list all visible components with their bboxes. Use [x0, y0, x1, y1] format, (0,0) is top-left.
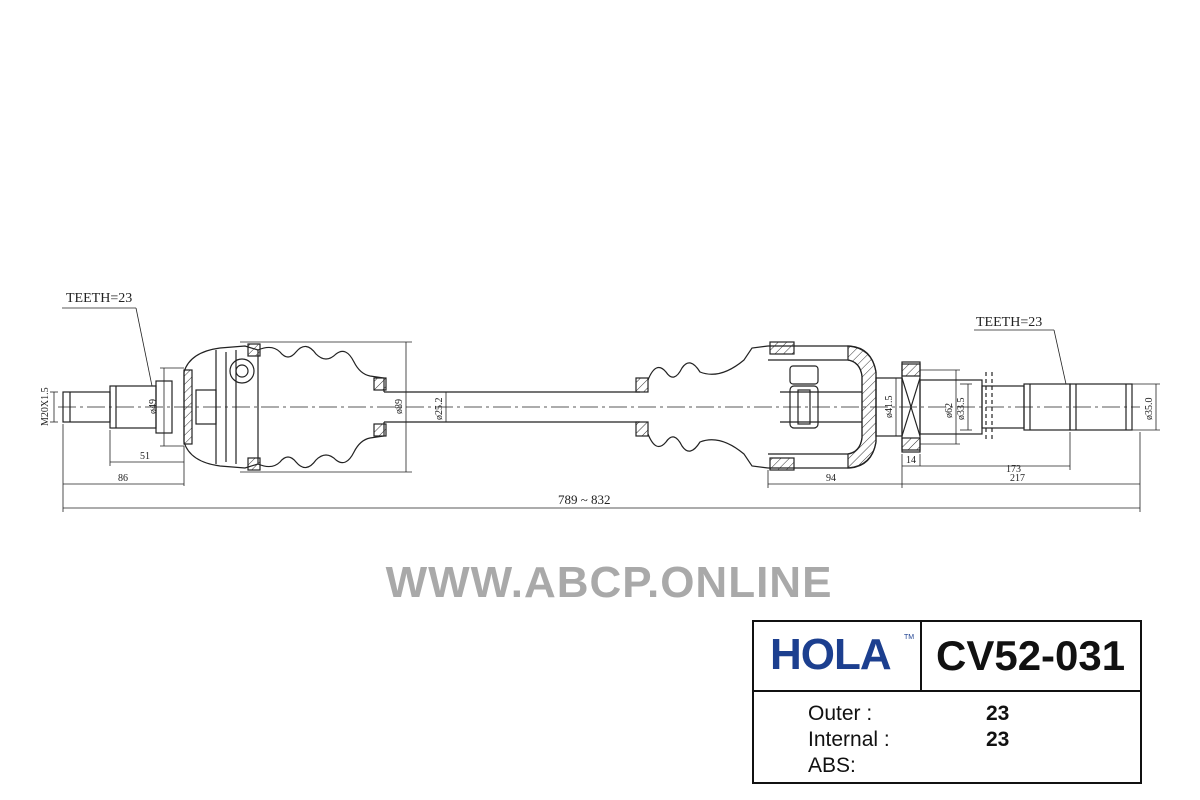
dim-d33: ø33.5	[956, 398, 967, 421]
spec-row-abs: ABS:	[808, 754, 856, 778]
spec-label: Outer :	[808, 702, 873, 725]
title-block: HOLA TM CV52-031 Outer : 23 Internal : 2…	[752, 620, 1142, 784]
outer-teeth-leader-diag	[135, 307, 153, 387]
dim-d49: ø49	[148, 399, 159, 414]
spec-value: 23	[986, 702, 1010, 725]
inner-boot	[635, 345, 769, 469]
part-number-cell: CV52-031	[920, 622, 1140, 692]
thread-label: M20X1.5	[40, 387, 51, 426]
dim-l94: 94	[826, 473, 836, 484]
outer-teeth-label: TEETH=23	[66, 291, 132, 306]
dim-d89: ø89	[394, 399, 405, 414]
dimension-lines	[50, 341, 1160, 512]
dim-d41: ø41.5	[884, 396, 895, 419]
dim-l51: 51	[140, 451, 150, 462]
watermark: WWW.ABCP.ONLINE	[385, 558, 833, 607]
dim-d25: ø25.2	[434, 398, 445, 421]
inner-teeth-label: TEETH=23	[976, 315, 1042, 330]
spec-row-internal: Internal : 23	[808, 728, 1009, 752]
dim-total: 789 ~ 832	[558, 492, 611, 507]
brand-logo: HOLA	[770, 630, 892, 679]
inner-tripod-joint	[768, 341, 877, 471]
spec-label: Internal :	[808, 728, 890, 751]
dim-d35: ø35.0	[1144, 398, 1155, 421]
part-number: CV52-031	[936, 632, 1126, 679]
outer-boot	[257, 345, 387, 469]
spec-value: 23	[986, 728, 1010, 751]
spec-row-outer: Outer : 23	[808, 702, 1009, 726]
brand-cell: HOLA TM	[754, 622, 922, 692]
inner-teeth-leader-diag	[1053, 329, 1067, 385]
dim-d62: ø62	[944, 403, 955, 418]
brand-trademark: TM	[904, 634, 915, 641]
spec-label: ABS:	[808, 754, 856, 777]
dim-l86: 86	[118, 473, 128, 484]
dim-l14: 14	[906, 455, 916, 466]
dim-l173: 173	[1006, 464, 1021, 475]
dim-l217: 217	[1010, 473, 1025, 484]
